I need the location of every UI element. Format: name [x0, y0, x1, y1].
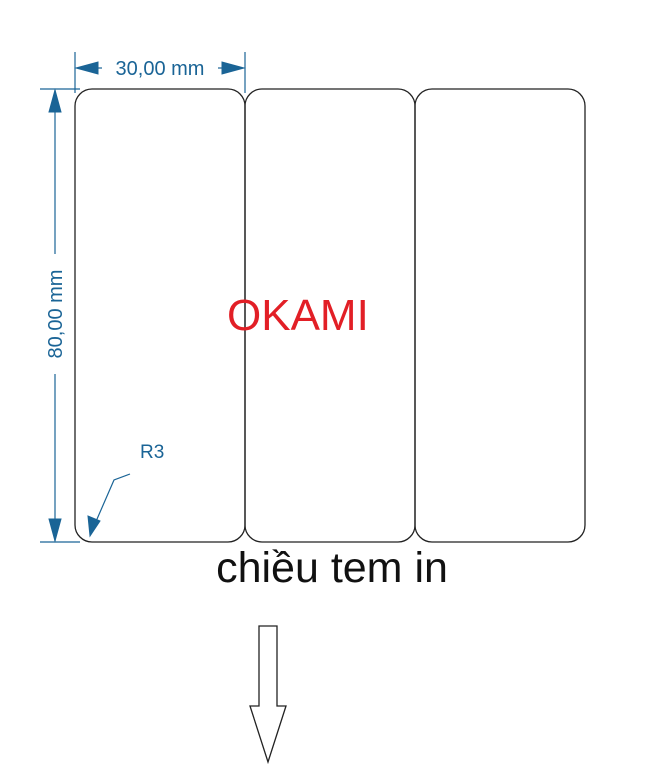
- radius-callout: R3: [87, 442, 164, 538]
- label-1: [74, 88, 246, 543]
- print-direction-label: chiều tem in: [216, 544, 448, 592]
- radius-label: R3: [140, 442, 164, 463]
- height-dimension-label: 80,00 mm: [45, 270, 67, 359]
- width-dimension: 30,00 mm: [74, 52, 246, 93]
- width-dimension-label: 30,00 mm: [116, 58, 205, 80]
- down-arrow-icon: [249, 625, 287, 764]
- label-sheet: [74, 88, 586, 543]
- brand-label: OKAMI: [227, 291, 369, 340]
- label-3: [414, 88, 586, 543]
- height-dimension: 80,00 mm: [40, 88, 80, 543]
